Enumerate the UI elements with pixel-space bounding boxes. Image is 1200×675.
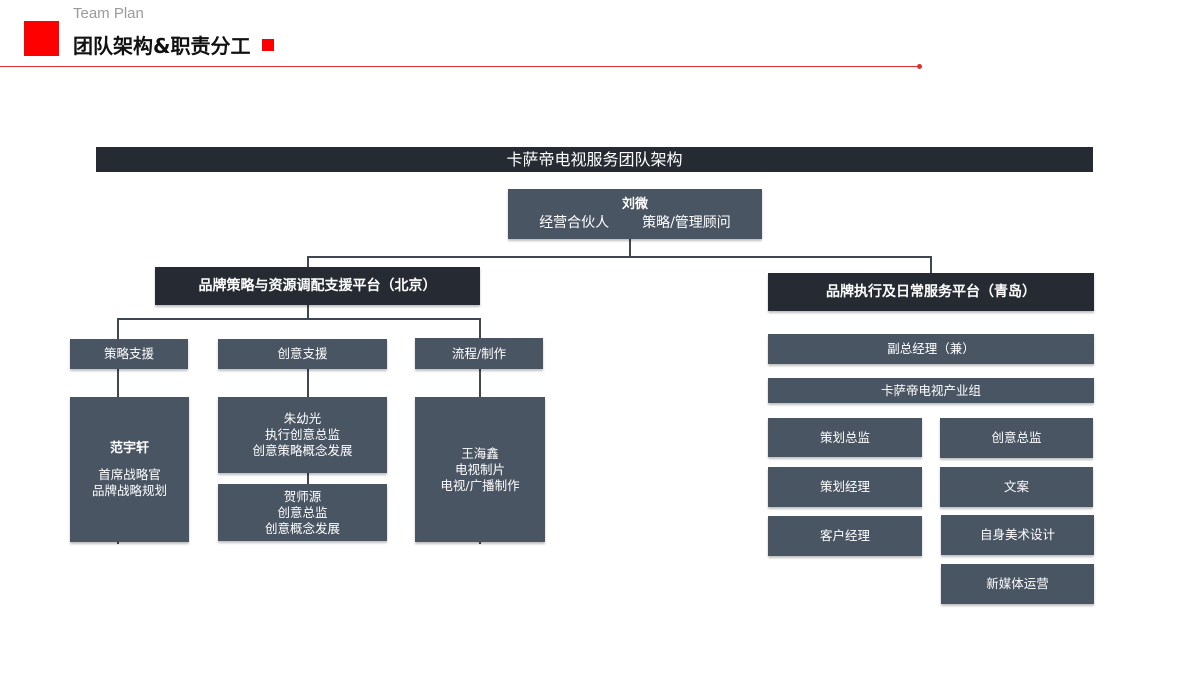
connector bbox=[479, 318, 481, 340]
tv-industry-group-box: 卡萨帝电视产业组 bbox=[768, 378, 1094, 403]
leader-role-1: 经营合伙人 bbox=[539, 215, 610, 231]
person-name: 范宇轩 bbox=[109, 440, 149, 456]
role-box-creative-director: 创意总监 bbox=[940, 418, 1093, 458]
title-square-mark bbox=[262, 39, 274, 51]
person-line: 创意策略概念发展 bbox=[252, 443, 353, 458]
connector bbox=[117, 318, 119, 340]
leader-box: 刘微 经营合伙人 策略/管理顾问 bbox=[508, 189, 762, 239]
role-box-account-manager: 客户经理 bbox=[768, 516, 922, 556]
connector bbox=[307, 256, 932, 258]
person-card: 范宇轩 首席战略官 品牌战略规划 bbox=[70, 397, 189, 542]
person-line: 首席战略官 bbox=[98, 466, 161, 482]
deputy-gm-box: 副总经理（兼） bbox=[768, 334, 1094, 364]
connector bbox=[117, 540, 119, 544]
person-line: 电视制片 bbox=[454, 461, 505, 477]
page-title: 团队架构&职责分工 bbox=[73, 34, 251, 58]
leader-name: 刘微 bbox=[621, 197, 648, 212]
group-production: 流程/制作 bbox=[415, 338, 543, 369]
person-line: 品牌战略规划 bbox=[91, 482, 167, 498]
group-strategy-support: 策略支援 bbox=[70, 339, 188, 369]
person-card: 朱幼光 执行创意总监 创意策略概念发展 bbox=[218, 397, 387, 473]
person-name: 王海鑫 bbox=[461, 445, 499, 461]
role-box-new-media: 新媒体运营 bbox=[941, 564, 1094, 604]
leader-roles: 经营合伙人 策略/管理顾问 bbox=[539, 215, 731, 231]
connector bbox=[307, 472, 309, 486]
connector bbox=[117, 368, 119, 398]
role-box-planning-manager: 策划经理 bbox=[768, 467, 922, 507]
group-creative-support: 创意支援 bbox=[218, 339, 387, 369]
connector bbox=[307, 368, 309, 398]
role-box-copywriter: 文案 bbox=[940, 467, 1093, 507]
leader-role-2: 策略/管理顾问 bbox=[642, 215, 731, 231]
person-line: 电视/广播制作 bbox=[440, 477, 520, 493]
red-accent-square bbox=[24, 21, 59, 56]
connector bbox=[479, 540, 481, 544]
role-box-planning-director: 策划总监 bbox=[768, 418, 922, 457]
header-divider bbox=[0, 66, 920, 67]
person-line: 创意概念发展 bbox=[264, 520, 340, 536]
person-card: 贺师源 创意总监 创意概念发展 bbox=[218, 484, 387, 541]
person-line: 创意总监 bbox=[277, 504, 328, 520]
role-box-art-design: 自身美术设计 bbox=[941, 515, 1094, 555]
connector bbox=[479, 368, 481, 398]
person-card: 王海鑫 电视制片 电视/广播制作 bbox=[415, 397, 545, 542]
connector bbox=[307, 304, 309, 320]
beijing-platform-box: 品牌策略与资源调配支援平台（北京） bbox=[155, 267, 480, 305]
org-chart-banner: 卡萨帝电视服务团队架构 bbox=[96, 147, 1093, 172]
page-subtitle: Team Plan bbox=[73, 5, 144, 22]
person-name: 贺师源 bbox=[283, 488, 322, 504]
person-name: 朱幼光 bbox=[283, 411, 322, 426]
person-line: 执行创意总监 bbox=[264, 427, 340, 442]
connector bbox=[629, 238, 631, 258]
connector bbox=[307, 256, 309, 268]
qingdao-platform-box: 品牌执行及日常服务平台（青岛） bbox=[768, 273, 1094, 311]
connector bbox=[117, 318, 481, 320]
connector bbox=[930, 256, 932, 274]
header-divider-dot bbox=[917, 64, 922, 69]
